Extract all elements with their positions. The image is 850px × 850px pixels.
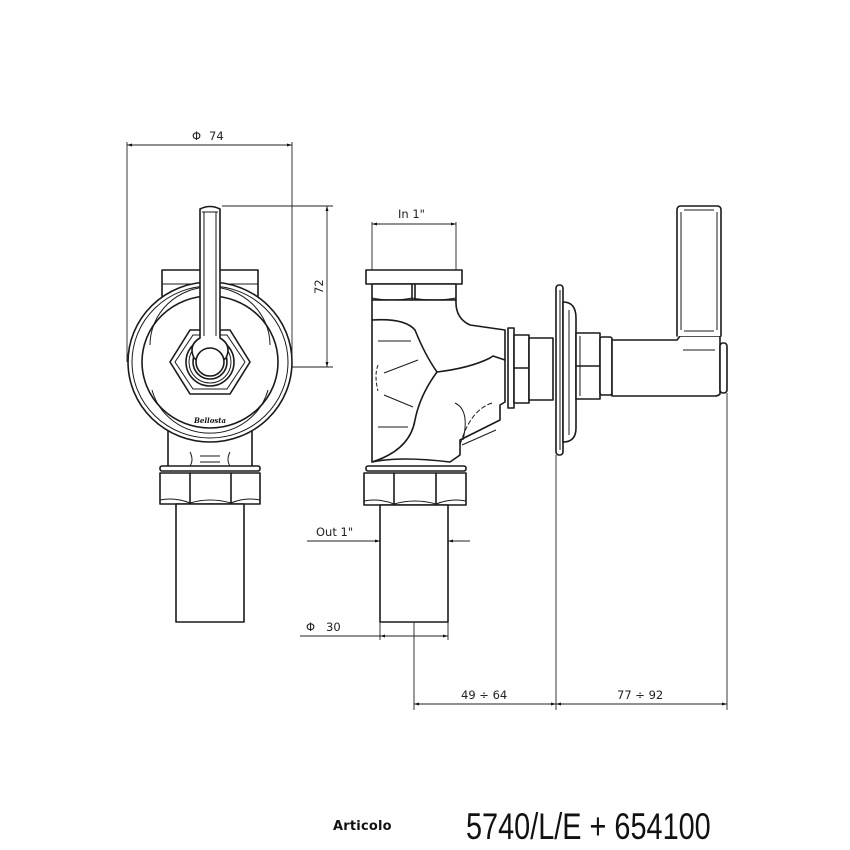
dim-front-diameter: 74 bbox=[209, 129, 224, 143]
front-view: Bellosta bbox=[127, 205, 293, 623]
dim-wall-depth: 49 ÷ 64 bbox=[461, 688, 507, 702]
article-label: Articolo bbox=[333, 819, 392, 834]
dim-front-height: 72 bbox=[312, 279, 326, 294]
front-dimensions: Φ 74 72 bbox=[126, 129, 333, 368]
dim-handle-projection: 77 ÷ 92 bbox=[617, 688, 663, 702]
dim-inlet: In 1" bbox=[398, 207, 425, 221]
side-dimensions: In 1" Out 1" Φ 30 49 ÷ 64 77 ÷ 92 bbox=[300, 207, 728, 710]
dim-outlet: Out 1" bbox=[316, 525, 353, 539]
article-code: 5740/L/E + 654100 bbox=[466, 806, 711, 847]
dim-pipe-diameter: 30 bbox=[326, 620, 341, 634]
dim-pipe-diameter-symbol: Φ bbox=[306, 620, 315, 634]
brand-mark: Bellosta bbox=[193, 416, 227, 425]
side-view bbox=[363, 205, 728, 623]
dim-diameter-symbol: Φ bbox=[192, 129, 201, 143]
